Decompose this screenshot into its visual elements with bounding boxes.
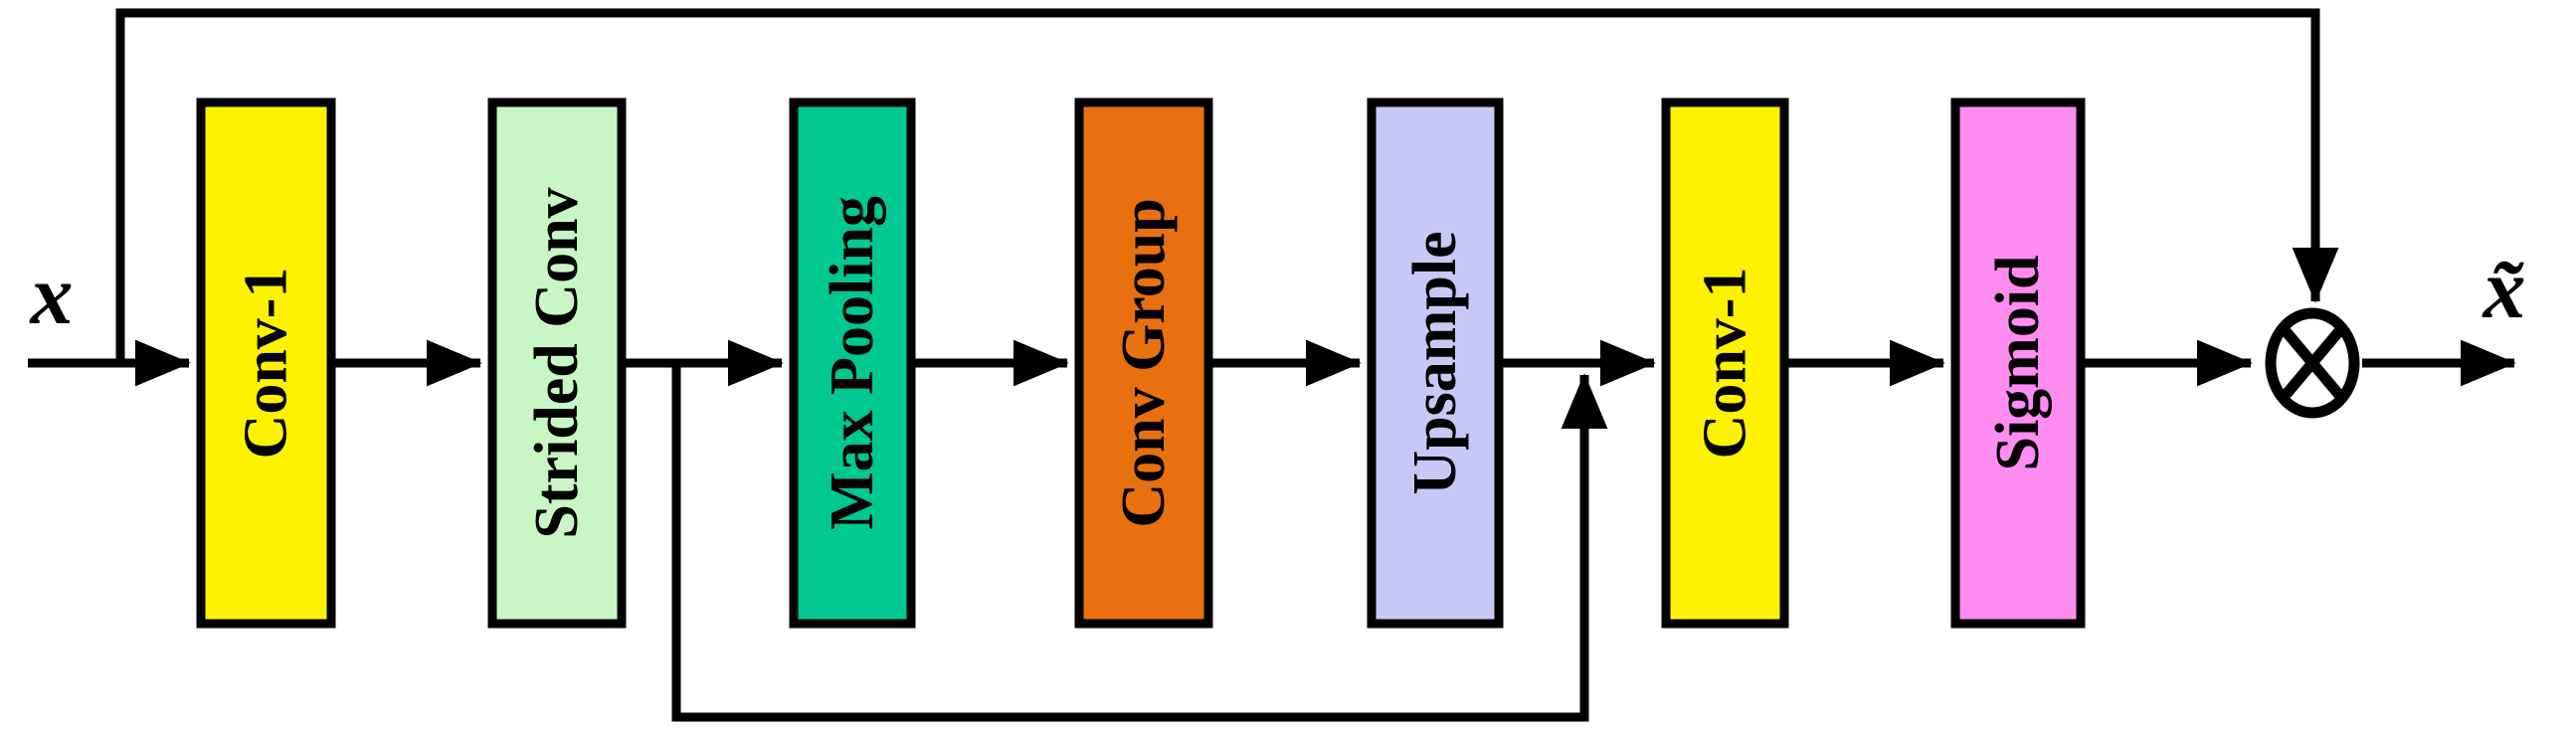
block-rect-upsample[interactable] [1367,97,1504,629]
block-label-max-pooling: Max Pooling [819,196,886,530]
block-rect-conv1-a[interactable] [196,97,336,629]
block-label-sigmoid: Sigmoid [1984,255,2052,470]
block-label-conv1-a: Conv-1 [233,268,300,460]
block-conv1-a[interactable]: Conv-1 [196,97,336,629]
connection-wires [28,8,2516,722]
block-rect-conv-group[interactable] [1074,97,1213,629]
block-sigmoid[interactable]: Sigmoid [1950,97,2086,629]
multiply-cross-stroke-b [2282,327,2343,399]
block-label-strided-conv: Strided Conv [523,187,591,538]
block-strided-conv[interactable]: Strided Conv [487,97,627,629]
wire-global-skip-top [115,8,2339,363]
block-conv1-b[interactable]: Conv-1 [1661,97,1789,629]
block-boxes: Conv-1 Strided Conv Max Pooling Conv Group U… [196,97,2086,629]
block-rect-sigmoid[interactable] [1950,97,2086,629]
block-rect-conv1-b[interactable] [1661,97,1789,629]
block-label-conv1-b: Conv-1 [1692,268,1759,460]
block-label-upsample: Upsample [1401,231,1469,494]
block-rect-max-pooling[interactable] [789,97,916,629]
input-label: x [29,247,74,342]
block-label-conv-group: Conv Group [1110,198,1178,527]
block-upsample[interactable]: Upsample [1367,97,1504,629]
block-conv-group[interactable]: Conv Group [1074,97,1213,629]
block-max-pooling[interactable]: Max Pooling [789,97,916,629]
block-rect-strided-conv[interactable] [487,97,627,629]
wire-inner-skip-bottom [671,363,1608,722]
output-label: x̃ [2482,241,2526,336]
element-wise-multiply-node [2265,307,2360,419]
